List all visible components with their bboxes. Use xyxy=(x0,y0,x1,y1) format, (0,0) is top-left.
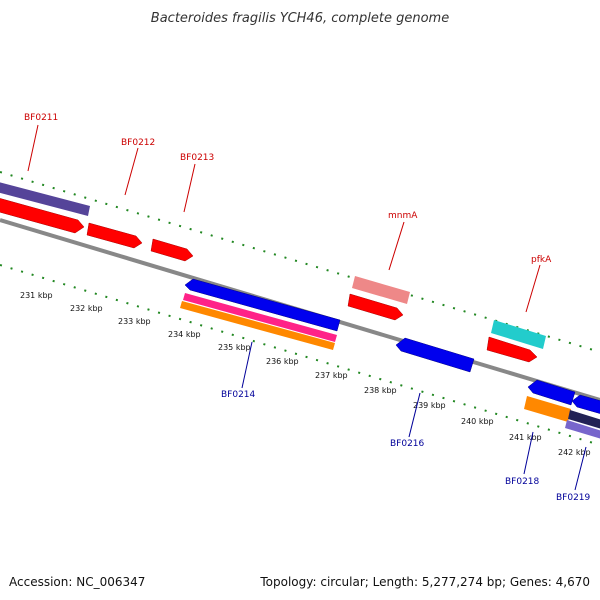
gene-label-bf0213[interactable]: BF0213 xyxy=(180,153,214,163)
scale-label: 240 kbp xyxy=(461,417,494,426)
forward-genes: BF0211 BF0212 BF0213 mnmA pfkA xyxy=(0,113,552,363)
gene-pointer xyxy=(388,221,405,271)
gene-band xyxy=(524,396,571,422)
gene-arrow-bf0218[interactable] xyxy=(527,379,576,406)
gene-label-bf0211[interactable]: BF0211 xyxy=(24,113,58,123)
gene-band xyxy=(568,410,600,429)
gene-label-bf0219[interactable]: BF0219 xyxy=(556,493,591,503)
scale-label: 241 kbp xyxy=(509,433,542,442)
gene-pointer xyxy=(124,147,139,196)
gene-arrow-pfka[interactable] xyxy=(486,336,538,363)
gene-arrow-mnma[interactable] xyxy=(347,293,404,321)
gene-arrow-bf0211[interactable] xyxy=(0,197,85,234)
gene-pointer xyxy=(525,264,541,313)
scale-label: 235 kbp xyxy=(218,343,251,352)
gene-label-bf0214[interactable]: BF0214 xyxy=(221,390,256,400)
scale-labels: 231 kbp 232 kbp 233 kbp 234 kbp 235 kbp … xyxy=(20,291,591,457)
scale-label: 236 kbp xyxy=(266,357,299,366)
scale-label: 237 kbp xyxy=(315,371,348,380)
gene-band xyxy=(491,320,546,349)
gene-label-pfka[interactable]: pfkA xyxy=(531,255,552,265)
gene-arrow-bf0212[interactable] xyxy=(86,222,143,249)
reverse-genes: BF0214 BF0216 BF0218 BF0219 xyxy=(180,278,600,503)
scale-label: 242 kbp xyxy=(558,448,591,457)
scale-label: 233 kbp xyxy=(118,317,151,326)
gene-label-bf0216[interactable]: BF0216 xyxy=(390,439,425,449)
scale-label: 234 kbp xyxy=(168,330,201,339)
gene-pointer xyxy=(27,124,39,172)
scale-label: 238 kbp xyxy=(364,386,397,395)
gene-band xyxy=(0,182,90,216)
gene-pointer xyxy=(183,163,196,213)
gene-arrow-bf0214[interactable] xyxy=(184,278,341,332)
gene-band xyxy=(180,301,335,350)
gene-pointer xyxy=(574,446,587,491)
gene-arrow-bf0216[interactable] xyxy=(395,337,475,373)
gene-arrow-bf0219[interactable] xyxy=(571,394,600,415)
gene-arrow-bf0213[interactable] xyxy=(150,238,194,262)
map-title: Bacteroides fragilis YCH46, complete gen… xyxy=(151,11,449,26)
gene-band xyxy=(183,293,337,342)
gene-pointer xyxy=(241,341,253,389)
gene-band xyxy=(352,276,410,304)
gene-band xyxy=(565,420,600,439)
scale-label: 232 kbp xyxy=(70,304,103,313)
gene-label-mnma[interactable]: mnmA xyxy=(388,211,418,221)
genome-summary: Topology: circular; Length: 5,277,274 bp… xyxy=(259,575,590,589)
gene-pointer xyxy=(523,431,534,475)
scale-label: 231 kbp xyxy=(20,291,53,300)
gene-label-bf0212[interactable]: BF0212 xyxy=(121,138,155,148)
accession-text: Accession: NC_006347 xyxy=(9,575,145,589)
gene-label-bf0218[interactable]: BF0218 xyxy=(505,477,540,487)
gene-pointer xyxy=(408,392,421,438)
scale-label: 239 kbp xyxy=(413,401,446,410)
